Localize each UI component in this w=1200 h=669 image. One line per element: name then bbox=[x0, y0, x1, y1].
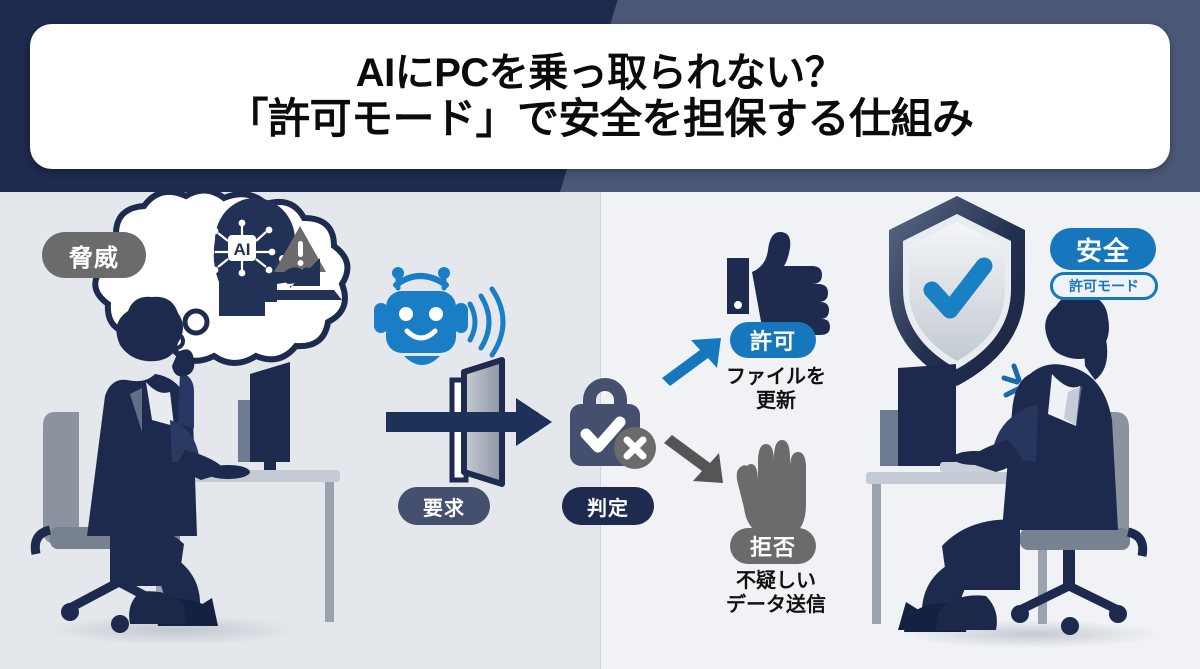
status-badge-allow: 許可 bbox=[730, 322, 816, 358]
header-banner: AIにPCを乗っ取られない？ 「許可モード」で安全を担保する仕組み bbox=[0, 0, 1200, 192]
panel-divider bbox=[600, 192, 601, 669]
status-badge-deny: 拒否 bbox=[730, 528, 816, 564]
status-badge-threat: 脅威 bbox=[42, 232, 146, 278]
status-badge-safe: 安全 bbox=[1050, 228, 1156, 270]
diagram-canvas bbox=[0, 192, 1200, 669]
caption-allow-action: ファイルを 更新 bbox=[726, 366, 826, 412]
page-title-line-2: 「許可モード」で安全を担保する仕組み bbox=[226, 95, 974, 143]
status-badge-request: 要求 bbox=[398, 487, 490, 525]
title-card: AIにPCを乗っ取られない？ 「許可モード」で安全を担保する仕組み bbox=[30, 24, 1170, 169]
status-badge-verdict: 判定 bbox=[562, 487, 654, 525]
status-badge-permission-mode: 許可モード bbox=[1050, 272, 1158, 300]
page-title-line-1: AIにPCを乗っ取られない？ bbox=[355, 50, 845, 95]
caption-deny-action: 不疑しい データ送信 bbox=[726, 570, 826, 616]
